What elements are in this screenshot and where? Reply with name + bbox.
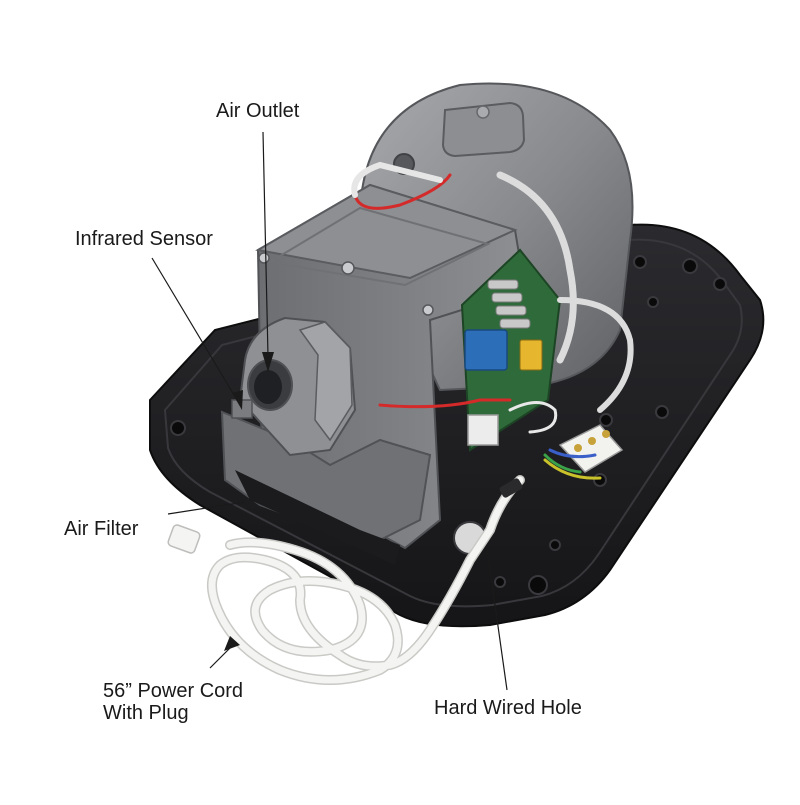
air-outlet-label: Air Outlet xyxy=(216,100,300,122)
power-cord-label-line2: With Plug xyxy=(103,702,189,724)
infrared-sensor-pointer xyxy=(151,257,241,406)
hard-wired-hole-pointer xyxy=(486,547,508,691)
power-cord xyxy=(167,475,525,685)
hard-wired-hole-label: Hard Wired Hole xyxy=(434,697,582,719)
terminal-block xyxy=(558,424,624,473)
power-cord-arrow-icon xyxy=(224,636,240,651)
infrared-sensor-label: Infrared Sensor xyxy=(75,228,213,250)
air-outlet-pointer xyxy=(262,131,269,357)
power-plug xyxy=(167,524,201,554)
air-filter-pointer xyxy=(167,501,246,515)
callout-arrowheads xyxy=(209,352,274,669)
air-filter-label: Air Filter xyxy=(64,518,139,540)
internal-wiring xyxy=(351,161,634,480)
air-outlet-arrow-icon xyxy=(262,352,274,372)
capacitor xyxy=(464,329,508,371)
callout-lines xyxy=(151,131,508,691)
power-cord-label-line1: 56” Power Cord xyxy=(103,680,244,702)
power-cord-label: 56” Power Cord With Plug xyxy=(103,680,243,724)
infrared-sensor-arrow-icon xyxy=(232,390,243,410)
